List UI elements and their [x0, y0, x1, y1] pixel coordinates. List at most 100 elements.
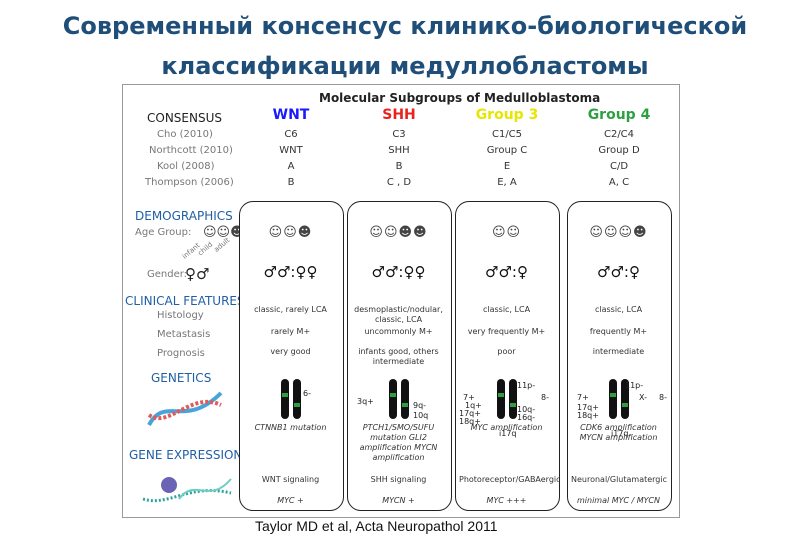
classification-northcott: Northcott (2010) [149, 145, 233, 156]
chromosome-label: 16q- [517, 413, 536, 422]
group-panel [347, 201, 452, 511]
metastasis-label: Metastasis [157, 329, 211, 340]
prognosis-value: poor [497, 347, 516, 356]
consensus-value: C6 [284, 129, 298, 140]
histology-value: desmoplastic/nodular, classic, LCA [354, 305, 443, 324]
prognosis-value: infants good, others intermediate [358, 347, 439, 366]
chromosome-label: 10q- [517, 405, 536, 414]
subgroups-figure: Molecular Subgroups of Medulloblastoma C… [122, 84, 680, 518]
myc-value: minimal MYC / MYCN [576, 496, 660, 505]
gender-label: Gender: [147, 269, 188, 280]
consensus-value: C3 [392, 129, 406, 140]
chromosome-label: 17q+ [577, 403, 599, 412]
chromosome-label: 7+ [577, 393, 589, 402]
genetics-value: CDK6 amplification MYCN amplification [579, 423, 658, 442]
chromosome-label: 11p- [517, 381, 536, 390]
chromosome-label: 1q+ [465, 401, 482, 410]
figure-title: Molecular Subgroups of Medulloblastoma [319, 91, 601, 105]
consensus-value: C/D [609, 161, 629, 172]
expression-value: Neuronal/Glutamatergic [571, 475, 668, 484]
genetics-value: MYC amplification [470, 423, 543, 432]
gender-symbols: ♂♂:♀♀ [263, 263, 318, 281]
chromosome-icon [389, 379, 409, 419]
chromosome-label: 8- [659, 393, 667, 402]
chromosome-label: 7+ [463, 393, 475, 402]
genetics-label: GENETICS [151, 371, 212, 385]
chromosome-label: i17q [611, 429, 629, 438]
chromosome-icon [281, 379, 301, 419]
chromosome-label: 6- [303, 389, 311, 398]
consensus-value: Group D [598, 145, 640, 156]
age-icons: ☺☺☺☻ [589, 225, 648, 240]
consensus-label: CONSENSUS [147, 111, 222, 125]
gene-expression-label: GENE EXPRESSION [129, 448, 243, 462]
prognosis-value: very good [270, 347, 311, 356]
chromosome-label: 11p- [625, 381, 644, 390]
chromosome-label: 3q+ [357, 397, 374, 406]
prognosis-label: Prognosis [157, 348, 205, 359]
expression-value: Photoreceptor/GABAergic [459, 475, 561, 484]
consensus-value: C2/C4 [603, 129, 635, 140]
gender-symbols: ♂♂:♀♀ [371, 263, 426, 281]
group-header: Group 3 [475, 107, 539, 123]
chromosome-label: X- [639, 393, 647, 402]
group-panel [567, 201, 672, 511]
title-line-1: Современный консенсус клинико-биологичес… [62, 12, 748, 40]
gender-symbols: ♂♂:♀ [597, 263, 640, 281]
metastasis-value: very frequently M+ [467, 327, 546, 336]
age-child-label: child [196, 240, 215, 258]
group-panel [455, 201, 560, 511]
clinical-features-label: CLINICAL FEATURES [125, 294, 245, 308]
group-header: Group 4 [587, 107, 651, 123]
histology-value: classic, LCA [482, 305, 531, 314]
age-icons: ☺☺☻ [203, 225, 244, 240]
group-panel [239, 201, 344, 511]
chromosome-label: 17q+ [459, 409, 481, 418]
metastasis-value: rarely M+ [270, 327, 311, 336]
consensus-value: C , D [386, 177, 412, 188]
genetics-value: PTCH1/SMO/SUFU mutation GLI2 amplificati… [359, 423, 438, 462]
myc-value: MYC + [277, 496, 304, 505]
histology-value: classic, LCA [594, 305, 643, 314]
metastasis-value: frequently M+ [589, 327, 648, 336]
histology-label: Histology [157, 310, 204, 321]
myc-value: MYCN + [382, 496, 415, 505]
consensus-value: B [395, 161, 403, 172]
title-line-2: классификации медуллобластомы [161, 52, 649, 80]
chromosome-label: 9q- [413, 401, 427, 410]
histology-value: classic, rarely LCA [254, 305, 327, 314]
consensus-value: A [287, 161, 295, 172]
chromosome-label: 18q+ [577, 411, 599, 420]
classification-thompson: Thompson (2006) [145, 177, 234, 188]
group-header: WNT [272, 107, 310, 123]
age-icons: ☺☺☻ [268, 225, 313, 240]
chromosome-label: 18q+ [459, 417, 481, 426]
age-icons: ☺☺ [491, 225, 522, 240]
expression-value: SHH signaling [370, 475, 427, 484]
classification-cho: Cho (2010) [157, 129, 213, 140]
chromosome-label: i17q [499, 429, 517, 438]
classification-kool: Kool (2008) [157, 161, 215, 172]
expression-value: WNT signaling [261, 475, 320, 484]
consensus-value: A, C [608, 177, 630, 188]
prognosis-value: intermediate [592, 347, 645, 356]
consensus-value: C1/C5 [491, 129, 523, 140]
consensus-value: Group C [486, 145, 528, 156]
chromosome-label: 8- [541, 393, 549, 402]
slide-title: Современный консенсус клинико-биологичес… [0, 6, 810, 86]
gender-icons: ♀♂ [185, 265, 210, 283]
consensus-value: B [287, 177, 295, 188]
consensus-value: E [503, 161, 511, 172]
chromosome-icon [609, 379, 629, 419]
consensus-value: SHH [388, 145, 410, 156]
myc-value: MYC +++ [486, 496, 527, 505]
consensus-value: WNT [279, 145, 303, 156]
expression-illustration [142, 477, 232, 503]
metastasis-value: uncommonly M+ [364, 327, 433, 336]
gender-symbols: ♂♂:♀ [485, 263, 528, 281]
demographics-label: DEMOGRAPHICS [135, 209, 233, 223]
consensus-value: E, A [497, 177, 517, 188]
chromosome-label: 10q [413, 411, 429, 420]
group-header: SHH [382, 107, 416, 123]
age-group-label: Age Group: [135, 227, 192, 238]
